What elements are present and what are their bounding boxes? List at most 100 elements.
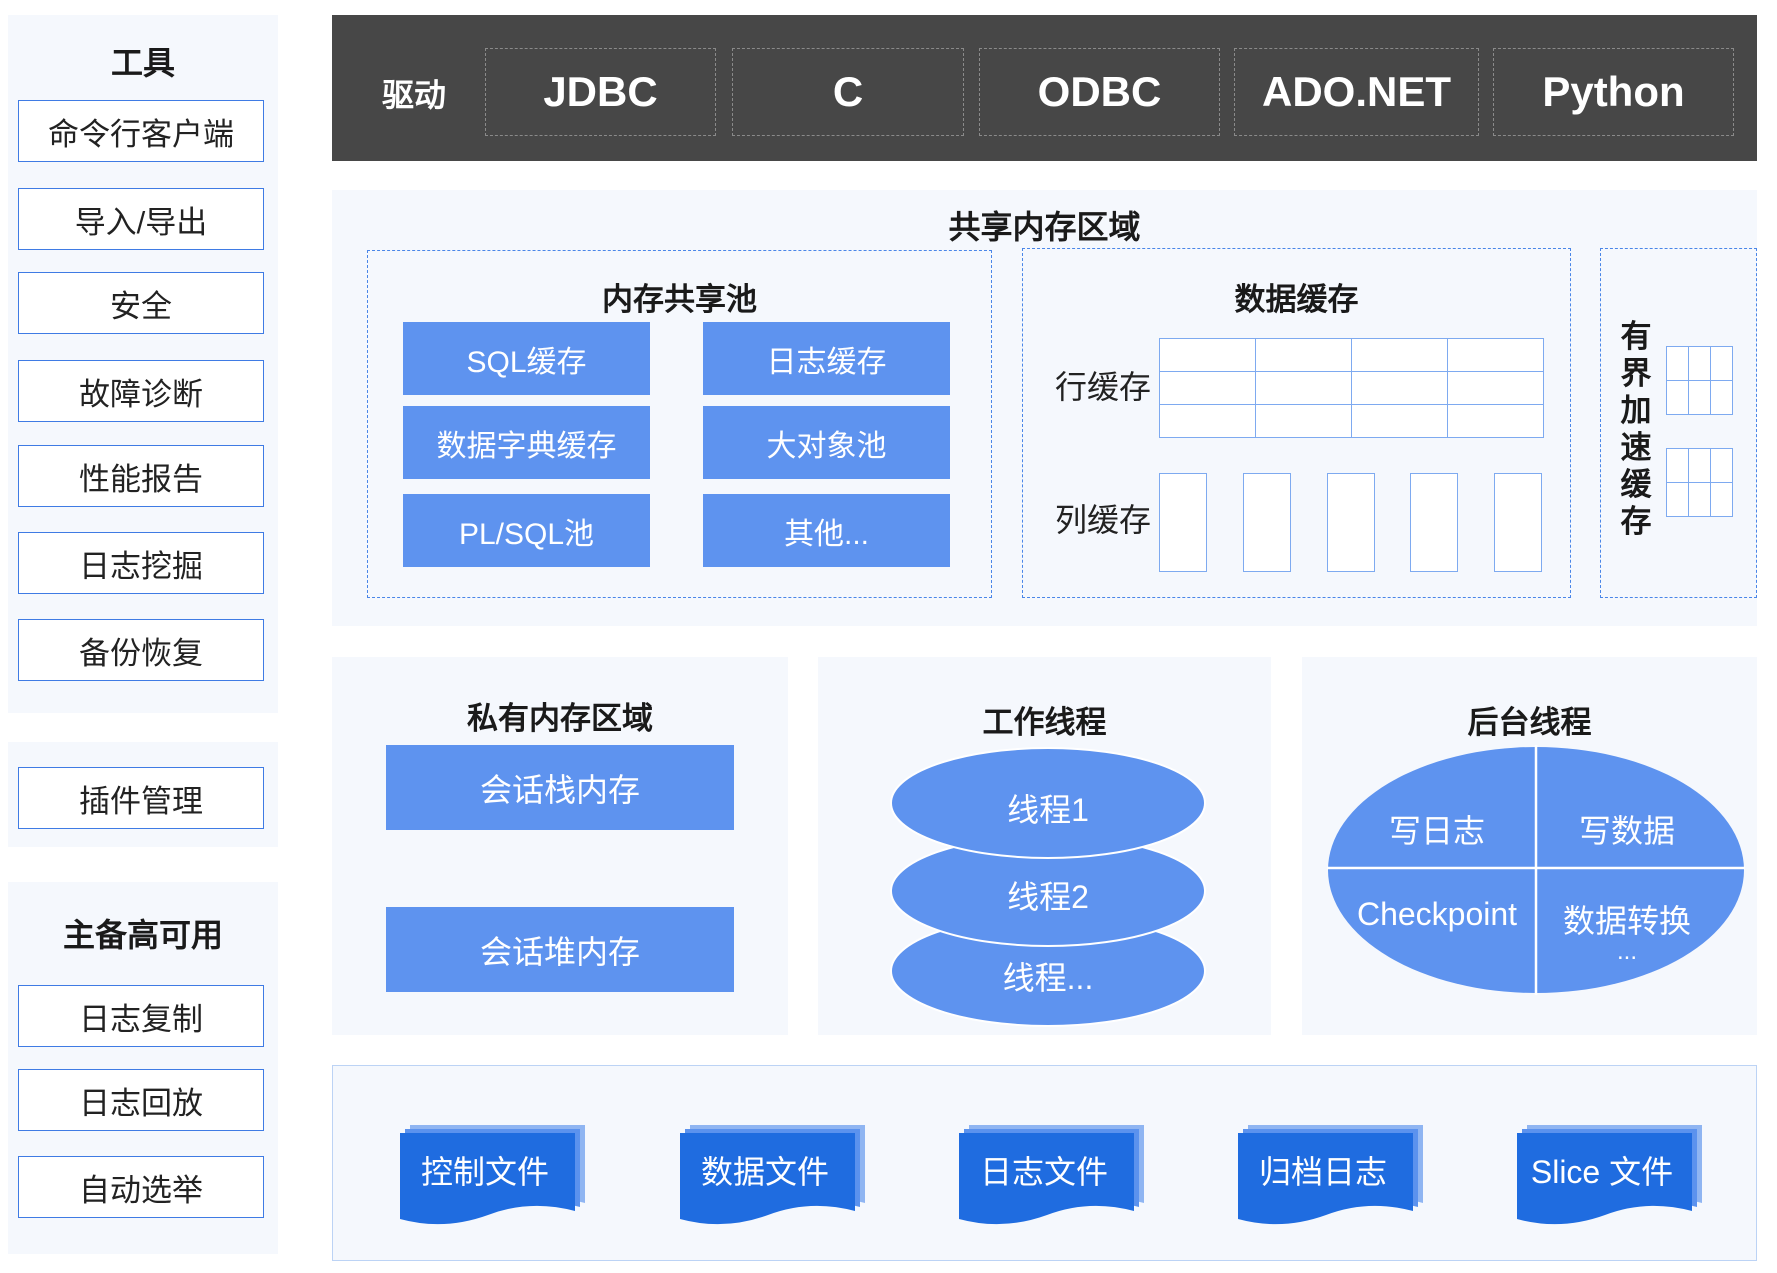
ha-title: 主备高可用 bbox=[62, 917, 223, 953]
plugin-management[interactable]: 插件管理 bbox=[18, 767, 264, 829]
private-memory-title: 私有内存区域 bbox=[467, 701, 653, 736]
file-label: 日志文件 bbox=[979, 1154, 1108, 1190]
bounded-cache-cell bbox=[1688, 448, 1711, 483]
bounded-char-3: 加 bbox=[1620, 393, 1652, 428]
plsql-pool[interactable]: PL/SQL池 bbox=[403, 494, 650, 567]
ha-auto-election[interactable]: 自动选举 bbox=[18, 1156, 264, 1218]
session-heap-memory[interactable]: 会话堆内存 bbox=[386, 907, 734, 992]
ha-log-replay[interactable]: 日志回放 bbox=[18, 1069, 264, 1131]
log-file[interactable]: 日志文件 bbox=[959, 1125, 1144, 1225]
row-cache-cell bbox=[1447, 338, 1544, 372]
row-cache-cell bbox=[1255, 371, 1352, 405]
slice-file[interactable]: Slice 文件 bbox=[1517, 1125, 1702, 1225]
bounded-cache-cell bbox=[1710, 380, 1733, 415]
data-conversion[interactable]: 数据转换 bbox=[1562, 903, 1691, 939]
bounded-cache-cell bbox=[1666, 346, 1689, 381]
row-cache-cell bbox=[1255, 338, 1352, 372]
bounded-cache-cell bbox=[1666, 380, 1689, 415]
column-cache-block bbox=[1494, 473, 1542, 572]
bounded-cache-cell bbox=[1666, 482, 1689, 517]
ha-log-replication[interactable]: 日志复制 bbox=[18, 985, 264, 1047]
column-cache-label: 列缓存 bbox=[1055, 502, 1152, 538]
tool-security[interactable]: 安全 bbox=[18, 272, 264, 334]
file-label: 数据文件 bbox=[700, 1154, 829, 1190]
row-cache-cell bbox=[1159, 404, 1256, 438]
thread-more[interactable]: 线程... bbox=[1002, 960, 1094, 996]
driver-adonet[interactable]: ADO.NET bbox=[1234, 48, 1479, 136]
log-cache[interactable]: 日志缓存 bbox=[703, 322, 950, 395]
bounded-char-6: 存 bbox=[1620, 504, 1652, 539]
bounded-char-4: 速 bbox=[1620, 430, 1652, 465]
data-dictionary-cache[interactable]: 数据字典缓存 bbox=[403, 406, 650, 479]
data-file[interactable]: 数据文件 bbox=[680, 1125, 865, 1225]
control-file[interactable]: 控制文件 bbox=[400, 1125, 585, 1225]
large-object-pool[interactable]: 大对象池 bbox=[703, 406, 950, 479]
write-data[interactable]: 写数据 bbox=[1578, 813, 1675, 849]
driver-odbc[interactable]: ODBC bbox=[979, 48, 1220, 136]
thread-2[interactable]: 线程2 bbox=[1007, 879, 1089, 915]
session-stack-memory[interactable]: 会话栈内存 bbox=[386, 745, 734, 830]
column-cache-block bbox=[1327, 473, 1375, 572]
column-cache-block bbox=[1159, 473, 1207, 572]
tool-diagnosis[interactable]: 故障诊断 bbox=[18, 360, 264, 422]
document-icon bbox=[959, 1125, 1144, 1225]
column-cache-block bbox=[1410, 473, 1458, 572]
memory-pool-box bbox=[367, 250, 992, 598]
thread-ellipse-1 bbox=[890, 747, 1206, 859]
bounded-cache-box bbox=[1600, 248, 1757, 598]
document-icon bbox=[400, 1125, 585, 1225]
row-cache-cell bbox=[1447, 371, 1544, 405]
row-cache-cell bbox=[1351, 371, 1448, 405]
row-cache-label: 行缓存 bbox=[1055, 369, 1152, 405]
shared-memory-title: 共享内存区域 bbox=[948, 209, 1141, 245]
column-cache-block bbox=[1243, 473, 1291, 572]
bounded-cache-cell bbox=[1688, 346, 1711, 381]
bounded-cache-title: 有 界 加 速 缓 存 bbox=[1617, 318, 1655, 540]
tool-cli[interactable]: 命令行客户端 bbox=[18, 100, 264, 162]
bounded-cache-cell bbox=[1710, 346, 1733, 381]
thread-1[interactable]: 线程1 bbox=[1007, 792, 1089, 828]
file-label: 归档日志 bbox=[1258, 1154, 1387, 1190]
background-more: ... bbox=[1616, 938, 1637, 965]
row-cache-cell bbox=[1159, 338, 1256, 372]
data-cache-title: 数据缓存 bbox=[1234, 282, 1359, 317]
tool-log-mining[interactable]: 日志挖掘 bbox=[18, 532, 264, 594]
file-label: Slice 文件 bbox=[1530, 1154, 1674, 1190]
row-cache-cell bbox=[1351, 338, 1448, 372]
sql-cache[interactable]: SQL缓存 bbox=[403, 322, 650, 395]
bounded-char-5: 缓 bbox=[1620, 467, 1652, 502]
worker-threads-title: 工作线程 bbox=[982, 705, 1107, 740]
other-pool[interactable]: 其他... bbox=[703, 494, 950, 567]
background-threads-title: 后台线程 bbox=[1467, 705, 1592, 740]
row-cache-cell bbox=[1447, 404, 1544, 438]
document-icon bbox=[680, 1125, 865, 1225]
driver-label: 驱动 bbox=[382, 77, 447, 113]
row-cache-cell bbox=[1159, 371, 1256, 405]
bounded-char-1: 有 bbox=[1620, 319, 1652, 354]
bounded-cache-cell bbox=[1688, 380, 1711, 415]
tools-title: 工具 bbox=[110, 45, 175, 81]
bounded-cache-cell bbox=[1710, 482, 1733, 517]
write-log[interactable]: 写日志 bbox=[1388, 813, 1485, 849]
driver-bar bbox=[332, 15, 1757, 161]
document-icon bbox=[1238, 1125, 1423, 1225]
worker-threads-stack bbox=[890, 747, 1206, 1027]
driver-c[interactable]: C bbox=[732, 48, 964, 136]
document-icon bbox=[1517, 1125, 1702, 1225]
data-cache-box bbox=[1022, 248, 1571, 598]
checkpoint[interactable]: Checkpoint bbox=[1356, 896, 1518, 932]
bounded-cache-cell bbox=[1710, 448, 1733, 483]
driver-python[interactable]: Python bbox=[1493, 48, 1734, 136]
bounded-cache-cell bbox=[1666, 448, 1689, 483]
tool-import-export[interactable]: 导入/导出 bbox=[18, 188, 264, 250]
file-label: 控制文件 bbox=[420, 1154, 549, 1190]
tool-performance-report[interactable]: 性能报告 bbox=[18, 445, 264, 507]
driver-jdbc[interactable]: JDBC bbox=[485, 48, 716, 136]
bounded-cache-cell bbox=[1688, 482, 1711, 517]
background-threads-ellipse bbox=[1327, 745, 1745, 995]
memory-pool-title: 内存共享池 bbox=[602, 282, 757, 317]
archive-log[interactable]: 归档日志 bbox=[1238, 1125, 1423, 1225]
tool-backup-restore[interactable]: 备份恢复 bbox=[18, 619, 264, 681]
row-cache-cell bbox=[1351, 404, 1448, 438]
row-cache-cell bbox=[1255, 404, 1352, 438]
